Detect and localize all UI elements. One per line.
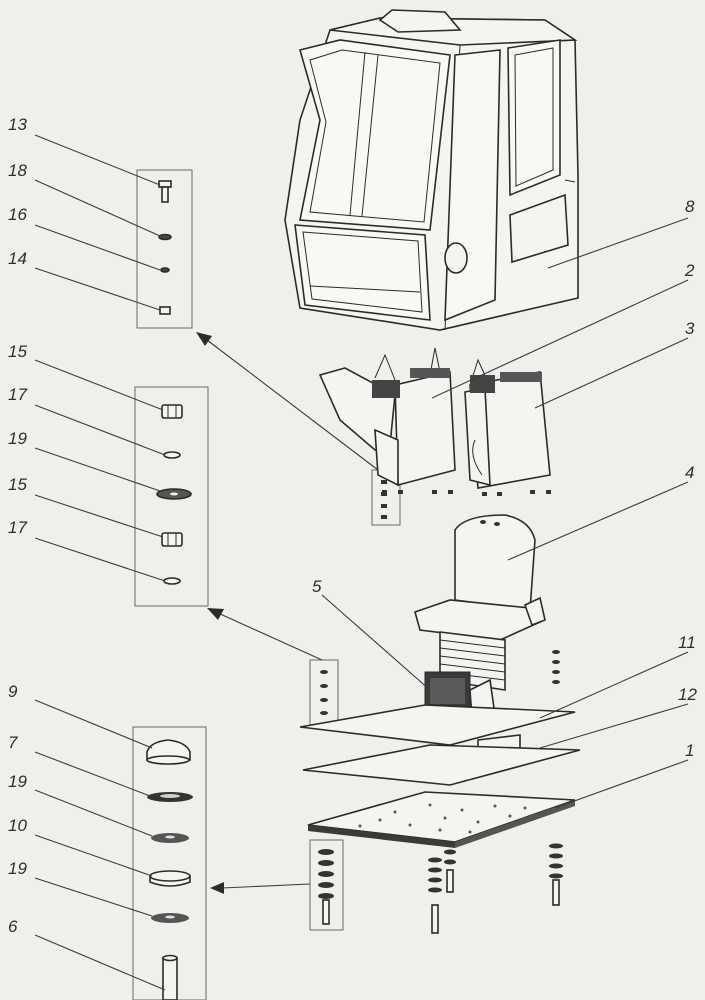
part-8-cab [284,9,579,331]
part-19-washer-a [156,488,192,500]
label-19-a: 19 [8,429,27,448]
callout-hardware-lower [318,849,334,925]
label-14: 14 [8,249,27,268]
label-15-a: 15 [8,342,27,361]
part-2-left-console [318,347,456,487]
part-9-cap [146,739,191,765]
label-6: 6 [8,917,18,936]
seat-fasteners [480,520,560,684]
label-17-b: 17 [8,518,27,537]
part-4-seat [414,514,546,641]
part-11-plate [299,704,576,746]
part-15-nut-b [161,532,183,547]
floor-mount-bolts [428,843,563,934]
label-3: 3 [685,319,695,338]
part-14-nut [159,306,171,315]
leader-lines-right [321,217,689,809]
label-16: 16 [8,205,27,224]
label-10: 10 [8,816,27,835]
label-19-b: 19 [8,772,27,791]
console-fasteners [382,490,551,496]
callout-box-middle [309,659,339,726]
label-18: 18 [8,161,27,180]
callout-hardware-middle [320,670,328,715]
part-1-floor-plate [307,791,576,848]
part-10-spacer [149,870,191,887]
label-7: 7 [8,733,18,752]
detail-box-mount-set [132,726,207,1000]
part-16-washer [160,267,170,273]
label-13: 13 [8,115,27,134]
part-13-bolt [158,180,172,203]
detail-box-nut-set [134,386,209,607]
label-9: 9 [8,682,18,701]
detail-box-bolt-set [136,169,193,329]
part-12-plate [302,744,581,786]
part-3-right-console [464,358,551,489]
door-handle [444,242,468,274]
part-19-washer-b [151,833,189,843]
part-6-stud [162,954,178,1000]
leader-lines-left [34,134,166,991]
part-7-ring [147,792,193,802]
label-8: 8 [685,197,695,216]
pointer-arrows [196,332,379,894]
label-2: 2 [684,261,695,280]
callout-hardware-upper [381,480,387,519]
part-18-washer [158,233,172,241]
part-19-washer-c [151,913,189,923]
callout-box-lower [309,839,344,931]
label-4: 4 [685,463,694,482]
label-11: 11 [678,633,696,652]
label-17-a: 17 [8,385,27,404]
part-17-washer-b [163,577,181,585]
label-19-c: 19 [8,859,27,878]
label-5: 5 [312,577,322,596]
label-12: 12 [678,685,697,704]
part-15-nut-a [161,404,183,419]
label-15-b: 15 [8,475,27,494]
label-1: 1 [685,741,694,760]
part-17-washer-a [163,451,181,459]
